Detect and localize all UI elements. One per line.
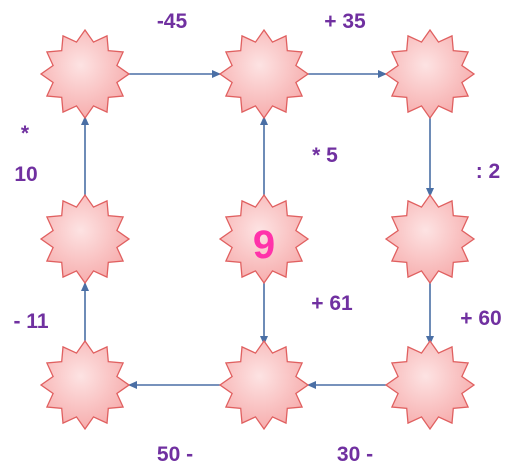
star-bottom-center (218, 339, 310, 431)
op-times-5: * 5 (312, 144, 338, 167)
op-minus-11: - 11 (13, 310, 48, 333)
star-middle-right (384, 193, 476, 285)
star-bottom-left (39, 339, 131, 431)
op-divide-2: : 2 (476, 160, 501, 183)
star-top-right (384, 28, 476, 120)
op-plus-35: + 35 (324, 10, 366, 33)
star-top-left (39, 28, 131, 120)
star-middle-left (39, 193, 131, 285)
star-top-center (218, 28, 310, 120)
op-times-symbol: * (21, 122, 30, 145)
arrows-layer (81, 70, 434, 389)
op-plus-61: + 61 (311, 292, 353, 315)
op-50-minus: 50 - (157, 443, 193, 466)
stars-layer (39, 28, 476, 431)
operation-labels: -45 + 35 * 5 : 2 + 60 + 61 30 - 50 - - 1… (13, 10, 501, 466)
op-30-minus: 30 - (337, 443, 373, 466)
op-plus-60: + 60 (460, 307, 501, 330)
star-center (218, 193, 310, 285)
star-bottom-right (384, 339, 476, 431)
op-times-10-value: 10 (14, 163, 37, 186)
op-minus-45: -45 (157, 10, 188, 33)
start-value: 9 (253, 223, 275, 267)
